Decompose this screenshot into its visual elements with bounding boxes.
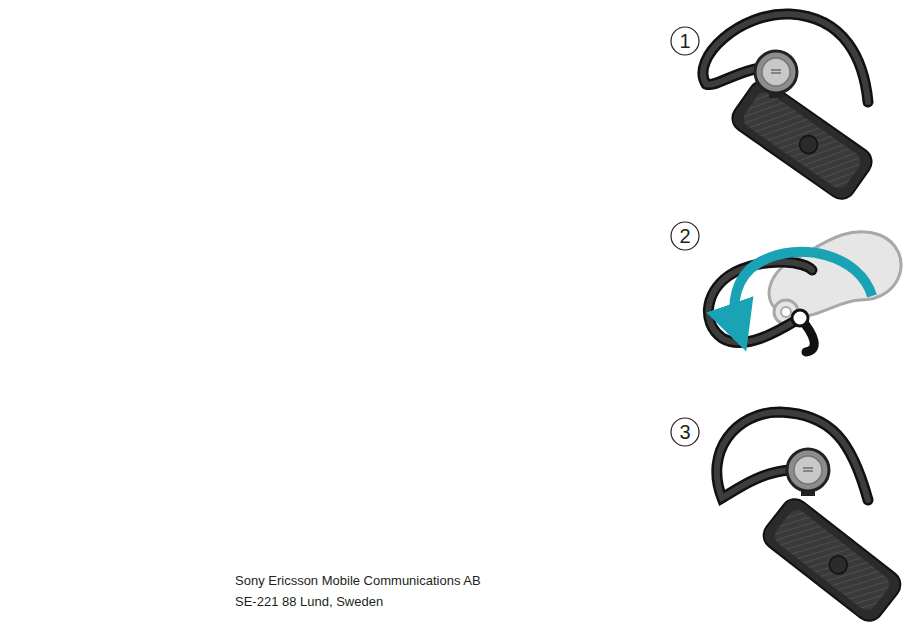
headset-figure-2 <box>708 232 901 352</box>
company-address: SE-221 88 Lund, Sweden <box>235 595 383 608</box>
company-name: Sony Ericsson Mobile Communications AB <box>235 574 481 587</box>
headset-figure-1 <box>703 14 877 204</box>
callout-circle <box>671 27 699 446</box>
callout-number: 3 <box>671 422 699 442</box>
callout-number: 2 <box>671 226 699 246</box>
headset-figure-3 <box>717 412 906 626</box>
callout-number: 1 <box>671 31 699 51</box>
